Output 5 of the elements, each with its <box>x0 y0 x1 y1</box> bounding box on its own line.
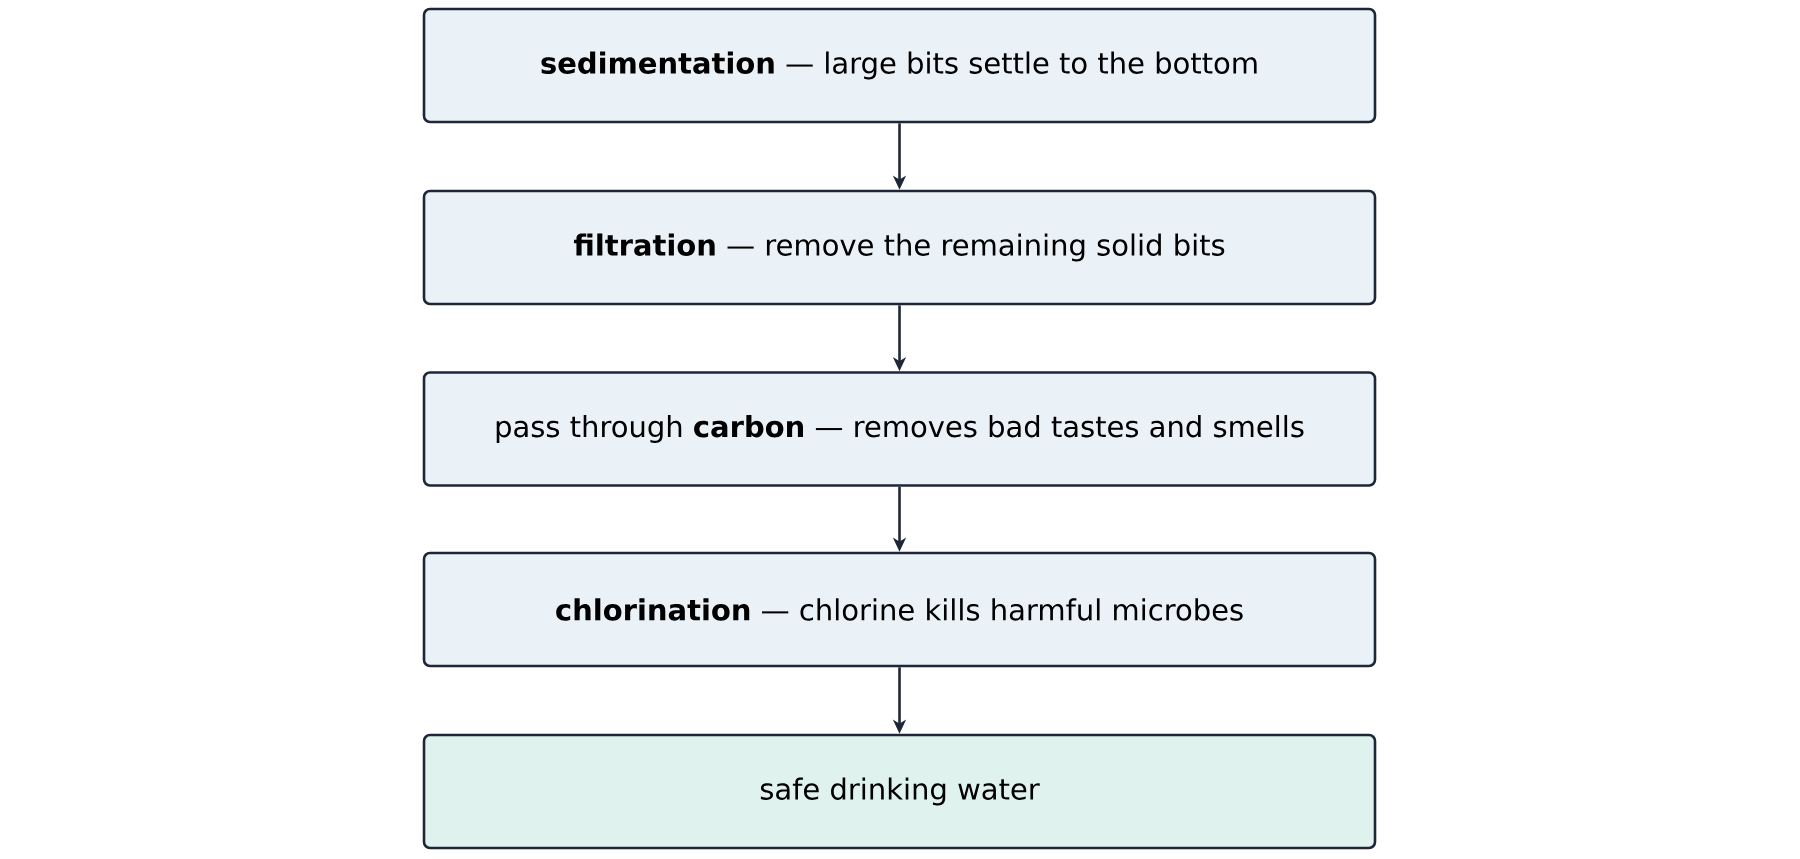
process-box: filtration — remove the remaining solid bits <box>422 189 1377 306</box>
process-box: pass through carbon — removes bad tastes and smells <box>422 371 1377 487</box>
result-box: safe drinking water <box>422 733 1377 850</box>
process-box: sedimentation — large bits settle to the bottom <box>422 7 1377 124</box>
process-box: chlorination — chlorine kills harmful microbes <box>422 551 1377 668</box>
